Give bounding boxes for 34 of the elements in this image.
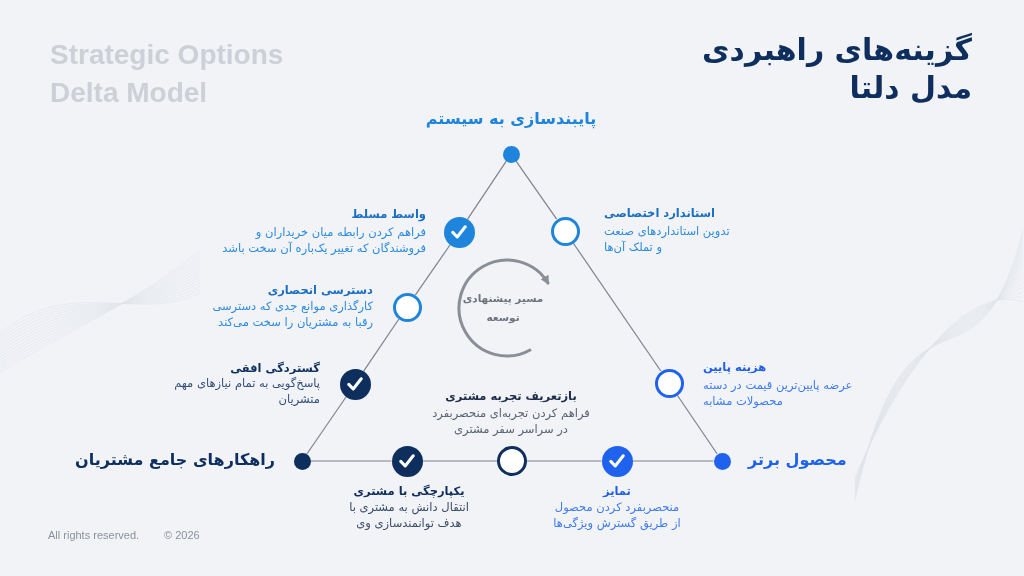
connector-line xyxy=(467,160,507,220)
option-description: فراهم کردن رابطه میان خریداران و فروشندگان که تغییر یک‌باره آن سخت باشد xyxy=(221,223,426,257)
center-label: مسیر پیشنهادی توسعه xyxy=(461,289,545,327)
option-description: منحصربفرد کردن محصول از طریق گسترش ویژگی‌ها xyxy=(552,498,682,532)
vertex-label: محصول برتر xyxy=(748,449,847,471)
connector-line xyxy=(363,318,400,372)
connector-line xyxy=(572,242,662,372)
option-description: پاسخ‌گویی به تمام نیازهای مهم متشریان xyxy=(173,375,320,408)
vertex-label: پایبندسازی به سیستم xyxy=(425,108,597,130)
option-description: انتقال دانش به مشتری با هدف توانمندسازی وی xyxy=(348,498,470,532)
copyright-text: © 2026 xyxy=(164,528,200,542)
connector-line xyxy=(414,244,451,296)
connector-line xyxy=(631,460,715,462)
option-heading: گستردگی افقی xyxy=(230,359,320,377)
connector-line xyxy=(515,160,558,220)
option-heading: واسط مسلط xyxy=(351,205,426,223)
option-heading: استاندارد اختصاصی xyxy=(604,204,715,222)
vertex-label: راهکارهای جامع مشتریان xyxy=(75,449,275,471)
connector-line xyxy=(421,460,498,462)
copyright-text: All rights reserved. xyxy=(48,528,140,542)
option-description: فراهم کردن تجربه‌ای منحصربفرد در سراسر سفر مشتری xyxy=(431,404,591,438)
option-description: تدوین استانداردهای صنعت و تملک آن‌ها xyxy=(604,222,731,256)
option-heading: تمایز xyxy=(603,482,631,500)
connector-line xyxy=(676,394,718,455)
title: گزینه‌های راهبردی مدل دلتا xyxy=(701,31,972,107)
option-heading: بازتعریف تجربه مشتری xyxy=(445,387,577,405)
option-heading: هزینه پایین xyxy=(703,358,767,376)
option-description: کارگذاری موانع جدی که دسترسی رقبا به مشتریان را سخت می‌کند xyxy=(211,297,373,331)
connector-line xyxy=(309,460,393,462)
option-description: عرضه پایین‌ترین قیمت در دسته محصولات مشابه xyxy=(703,376,854,410)
option-heading: یکپارچگی با مشتری xyxy=(353,482,465,500)
option-heading: دسترسی انحصاری xyxy=(267,281,373,299)
connector-line xyxy=(526,460,603,462)
connector-line xyxy=(306,396,347,455)
